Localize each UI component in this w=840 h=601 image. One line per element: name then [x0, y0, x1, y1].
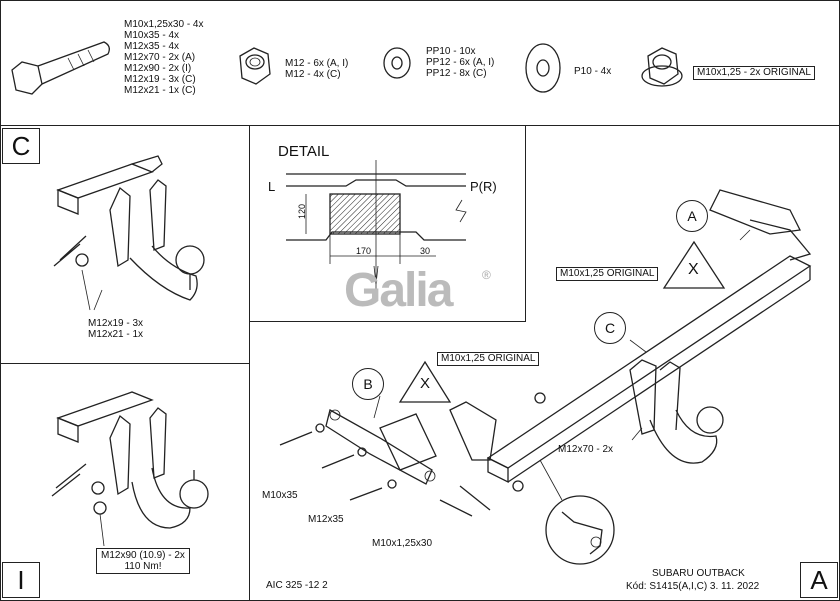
- bolt-spec: M10x35 - 4x: [124, 30, 180, 41]
- callout-a: A: [676, 200, 708, 232]
- bolt-spec: M12x19 - 3x (C): [124, 74, 196, 85]
- warning-x-label: X: [688, 261, 699, 278]
- panel-c-bolt-labels: M12x19 - 3x M12x21 - 1x: [88, 318, 143, 340]
- bolt-label-m12x70: M12x70 - 2x: [558, 444, 614, 455]
- bolt-spec: M12x90 - 2x (I): [124, 63, 192, 74]
- panel-i-bolt-labels: M12x90 (10.9) - 2x 110 Nm!: [96, 548, 190, 574]
- callout-b: B: [352, 368, 384, 400]
- detail-left-label: L: [268, 179, 276, 194]
- galia-logo: Galia: [344, 264, 453, 317]
- hex-nut-icon: [239, 47, 271, 85]
- flat-washer-icon: [525, 43, 561, 93]
- original-nut-spec: M10x1,25 - 2x ORIGINAL: [693, 66, 815, 80]
- original-bolt-label: M10x1,25 ORIGINAL: [556, 267, 659, 281]
- warning-triangle-icon: [662, 240, 726, 289]
- bolt-label: M12x90 (10.9) - 2x: [101, 550, 185, 561]
- bolt-label-m10x35: M10x35: [262, 490, 298, 501]
- detail-dim-offset: 30: [420, 246, 431, 256]
- flat-washer-spec: P10 - 4x: [574, 66, 612, 77]
- nut-spec: M12 - 6x (A, I): [285, 58, 349, 69]
- washer-spec: PP10 - 10x: [426, 46, 476, 57]
- towbar-i-drawing: [51, 391, 209, 547]
- panel-i-letter: I: [2, 562, 40, 598]
- nut-spec-list: M12 - 6x (A, I) M12 - 4x (C): [285, 58, 348, 80]
- bolt-label-m10x125x30: M10x1,25x30: [372, 538, 433, 549]
- bolt-spec: M12x70 - 2x (A): [124, 52, 196, 63]
- variant-letter: A: [800, 562, 838, 598]
- washer-spec: PP12 - 8x (C): [426, 68, 487, 79]
- panel-c-letter: C: [2, 128, 40, 164]
- flange-nut-icon: [641, 47, 683, 87]
- bolt-spec: M12x21 - 1x (C): [124, 85, 196, 96]
- bolt-label: M12x19 - 3x: [88, 318, 144, 329]
- detail-right-label: P(R): [470, 179, 497, 194]
- towbar-c-drawing: [53, 155, 205, 311]
- product-code: Kód: S1415(A,I,C) 3. 11. 2022: [626, 581, 760, 592]
- bolt-label: M12x21 - 1x: [88, 329, 144, 340]
- warning-x-label: X: [420, 375, 431, 392]
- bolt-spec-list: M10x1,25x30 - 4x M10x35 - 4x M12x35 - 4x…: [124, 19, 204, 96]
- bolt-spec: M10x1,25x30 - 4x: [124, 19, 204, 30]
- detail-title: DETAIL: [278, 143, 330, 160]
- washer-spec: PP12 - 6x (A, I): [426, 57, 495, 68]
- registered-mark: ®: [482, 268, 491, 282]
- detail-dim-width: 170: [356, 246, 372, 256]
- bolt-spec: M12x35 - 4x: [124, 41, 180, 52]
- bolt-icon: [11, 41, 110, 95]
- drawing-number: AIC 325 -12 2: [266, 580, 328, 591]
- warning-triangle-icon: [398, 360, 452, 403]
- callout-c: C: [594, 312, 626, 344]
- towbar-assembly-drawing: [279, 189, 812, 565]
- spring-washer-icon: [383, 47, 411, 79]
- detail-crossmember-drawing: [286, 160, 467, 290]
- original-bolt-label: M10x1,25 ORIGINAL: [437, 352, 540, 366]
- detail-panel: [249, 125, 526, 322]
- vehicle-model: SUBARU OUTBACK: [652, 568, 745, 579]
- bolt-label-m12x35: M12x35: [308, 514, 344, 525]
- torque-label: 110 Nm!: [124, 561, 162, 572]
- nut-spec: M12 - 4x (C): [285, 69, 341, 80]
- washer-spec-list: PP10 - 10x PP12 - 6x (A, I) PP12 - 8x (C…: [426, 46, 494, 79]
